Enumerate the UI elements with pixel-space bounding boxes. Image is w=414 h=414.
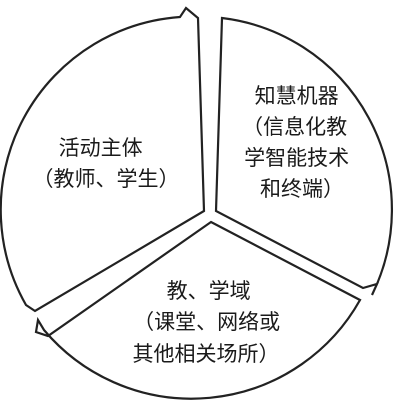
smart-machines-line-3: 学智能技术: [244, 146, 349, 170]
smart-machines-line-1: 知慧机器: [255, 84, 339, 108]
teaching-domain-line-3: 其他相关场所）: [133, 342, 280, 366]
segment-activity-subject: [0, 6, 206, 313]
segment-activity-subject-label: 活动主体 （教师、学生）: [33, 136, 180, 191]
teaching-domain-line-1: 教、学域: [167, 279, 251, 303]
teaching-domain-line-2: （课堂、网络或: [133, 310, 280, 334]
segment-teaching-domain-label: 教、学域 （课堂、网络或 其他相关场所）: [133, 279, 287, 366]
segment-smart-machines: [214, 16, 393, 296]
activity-subject-line-1: 活动主体: [59, 136, 143, 160]
smart-machines-line-2: （信息化教: [242, 115, 347, 139]
segment-teaching-domain: [34, 220, 362, 400]
activity-subject-line-2: （教师、学生）: [33, 167, 180, 191]
smart-machines-line-4: 和终端）: [260, 177, 344, 201]
segment-smart-machines-label: 知慧机器 （信息化教 学智能技术 和终端）: [242, 84, 356, 201]
